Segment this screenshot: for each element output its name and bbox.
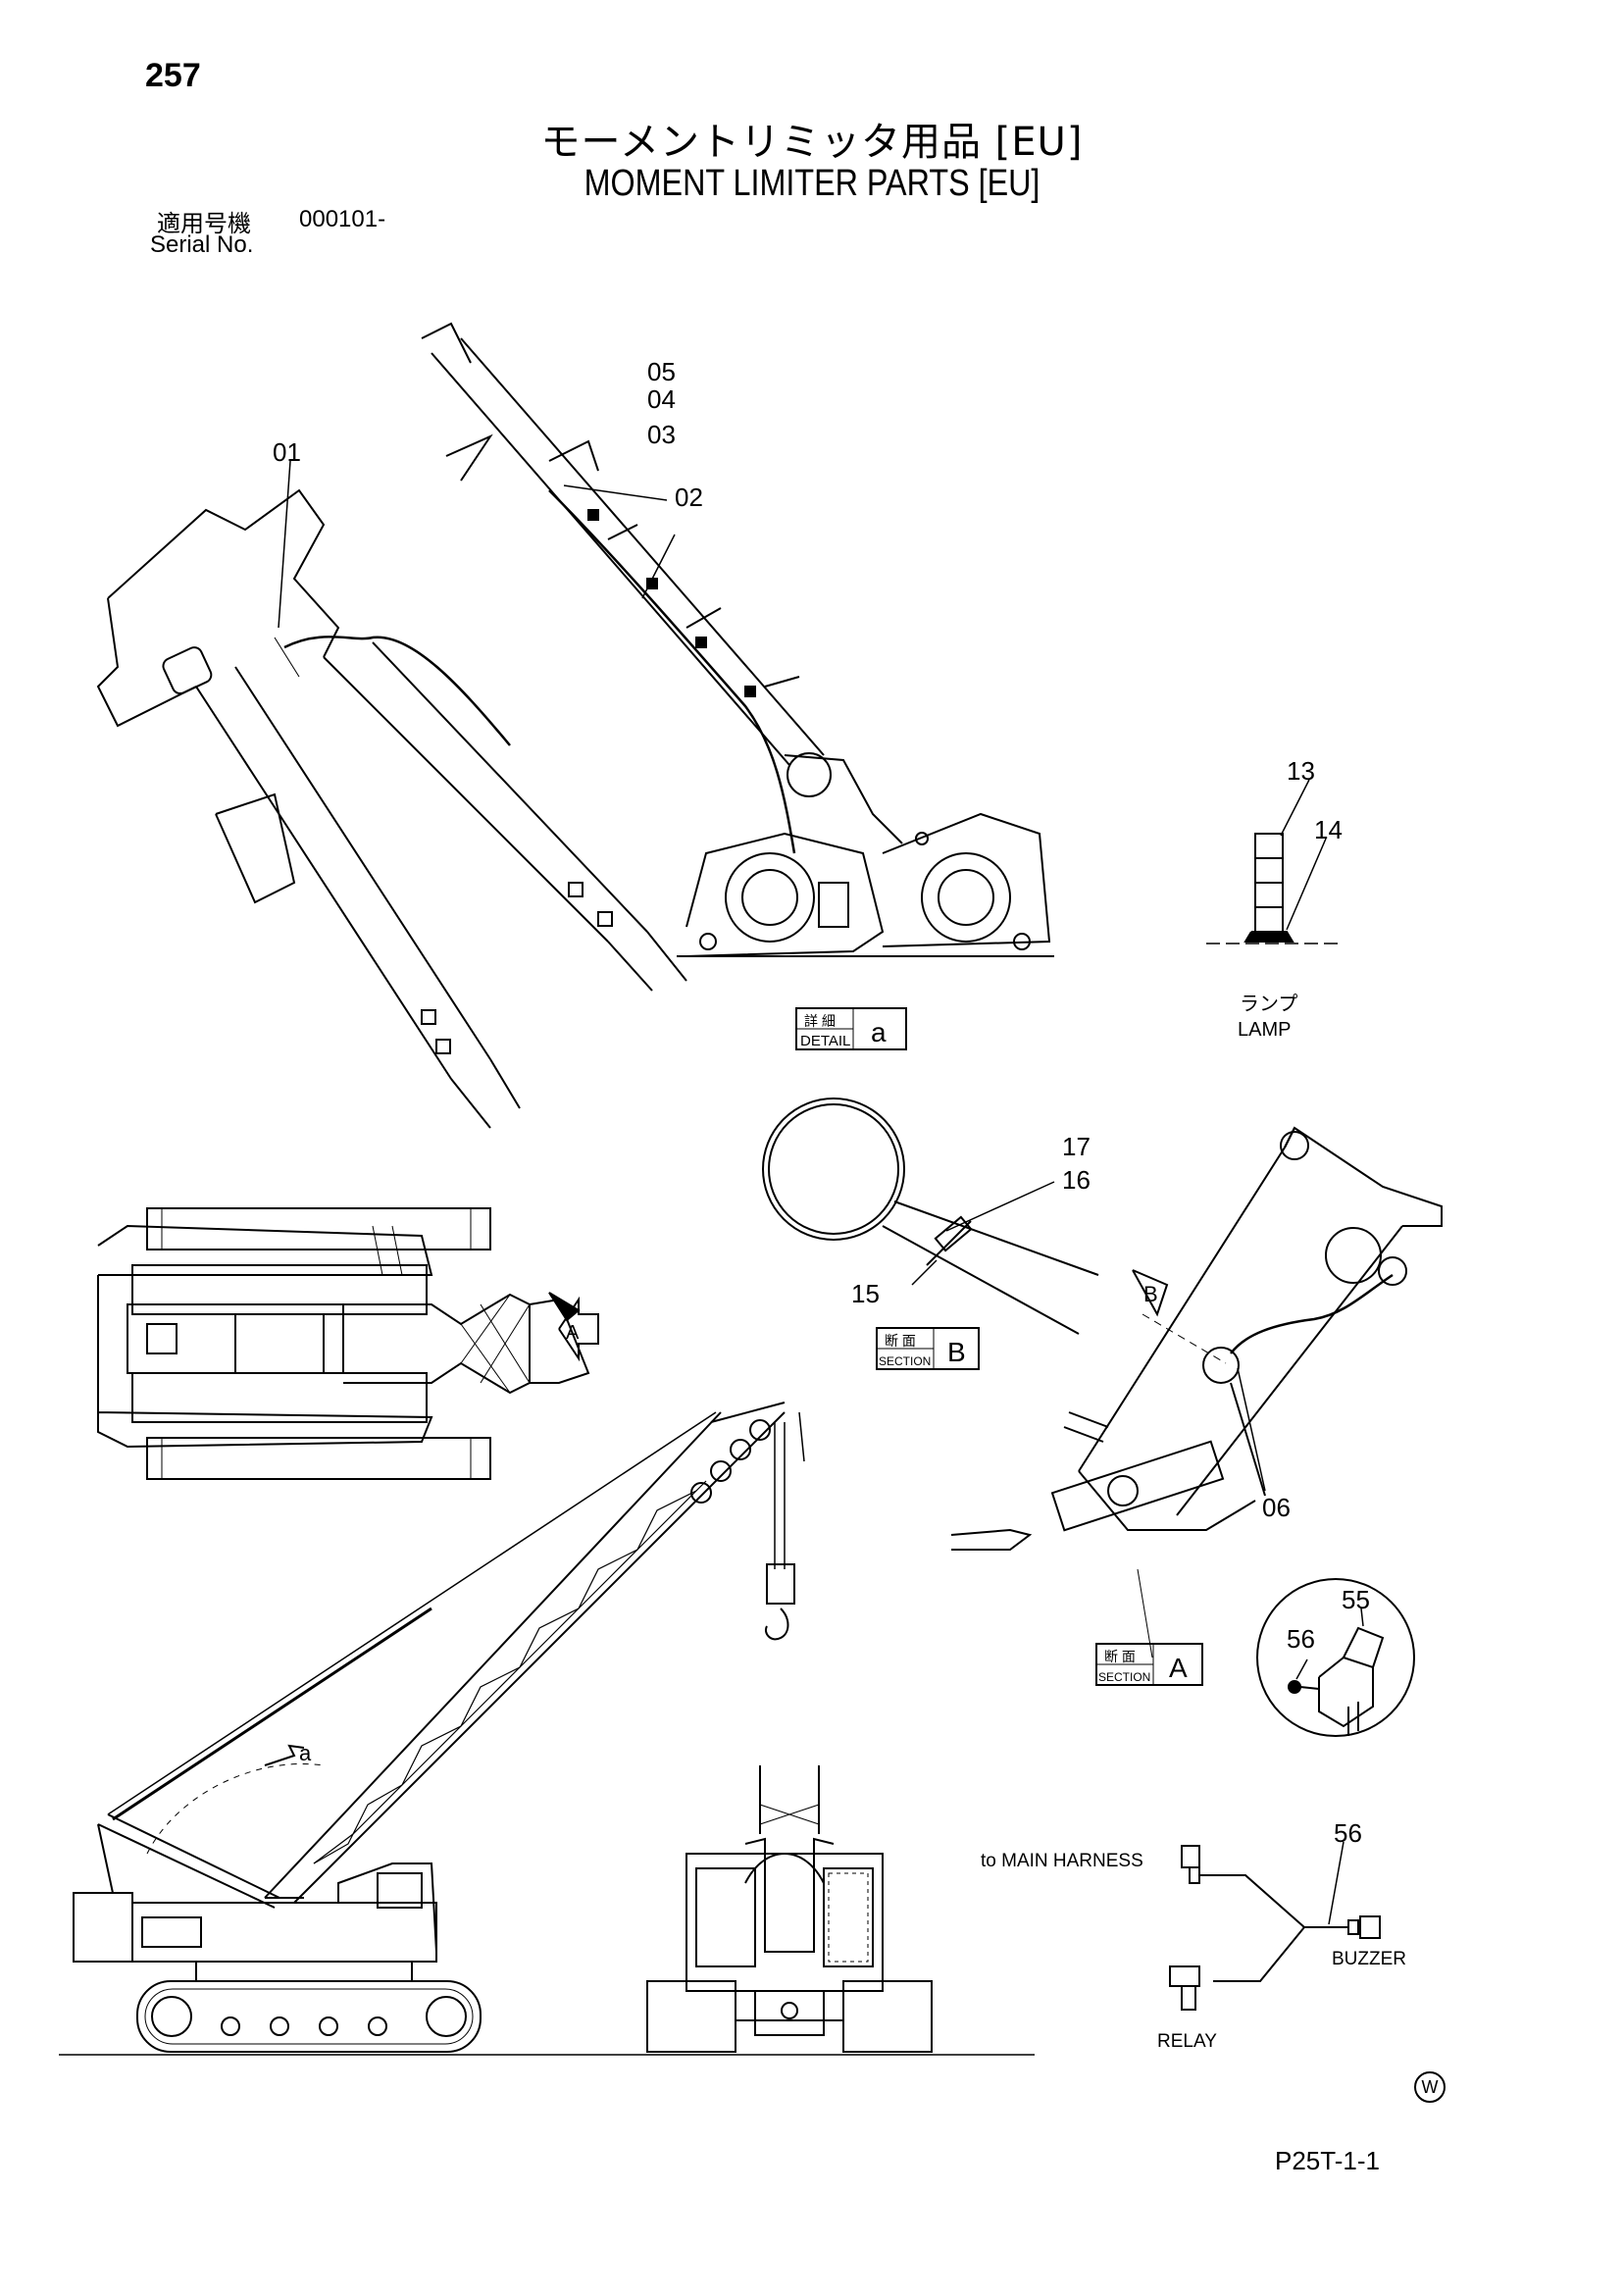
callout-05: 05 <box>647 357 676 386</box>
callout-55: 55 <box>1342 1585 1370 1614</box>
relay-label: RELAY <box>1157 2031 1217 2052</box>
callout-17: 17 <box>1062 1132 1091 1161</box>
detail-letter: a <box>871 1017 887 1047</box>
detail-label-en: DETAIL <box>800 1033 850 1049</box>
section-a-label: 断 面 SECTION A <box>1095 1643 1203 1686</box>
view-a-letter: A <box>566 1322 580 1344</box>
detail-a-pointer-letter: a <box>299 1741 312 1765</box>
serial-value: 000101- <box>299 206 386 232</box>
section-b-letter: B <box>947 1337 966 1367</box>
buzzer-label: BUZZER <box>1332 1949 1406 1969</box>
callout-14: 14 <box>1314 815 1343 844</box>
footer-code: P25T-1-1 <box>1275 2146 1380 2175</box>
callout-15: 15 <box>851 1279 880 1308</box>
detail-a-label: 詳 細 DETAIL a <box>795 1007 907 1050</box>
lamp-label-jp: ランプ <box>1240 994 1297 1015</box>
callout-06: 06 <box>1262 1493 1291 1522</box>
callout-16: 16 <box>1062 1165 1091 1195</box>
callout-leaders-detail-a <box>278 460 676 629</box>
section-a-label-jp: 断 面 <box>1104 1649 1136 1664</box>
callout-04: 04 <box>647 384 676 414</box>
to-main-harness-label: to MAIN HARNESS <box>981 1851 1143 1871</box>
callout-01: 01 <box>273 437 301 467</box>
lamp-drawing <box>1206 779 1344 944</box>
watermark-mark: W <box>1414 2071 1446 2103</box>
section-a-label-en: SECTION <box>1098 1670 1150 1684</box>
wiring-schematic <box>1169 1841 1381 2011</box>
section-b-label-en: SECTION <box>879 1354 931 1368</box>
relay-detail-drawing <box>1256 1578 1415 1737</box>
callout-03: 03 <box>647 420 676 449</box>
section-b-drawing <box>762 1097 1099 1335</box>
lamp-label-en: LAMP <box>1238 1019 1291 1041</box>
crane-side-view-drawing <box>59 1402 1035 2056</box>
boom-side-view-drawing <box>421 322 1054 957</box>
page-title-english: MOMENT LIMITER PARTS [EU] <box>584 163 1040 204</box>
crane-rear-view-drawing <box>646 1765 933 2053</box>
callout-13: 13 <box>1287 756 1315 786</box>
view-a-marker: A <box>558 1296 599 1362</box>
page-number: 257 <box>145 57 201 94</box>
callout-02: 02 <box>675 483 703 512</box>
page-title-japanese: モーメントリミッタ用品 [EU] <box>540 120 1084 165</box>
crane-top-view-drawing <box>97 1207 590 1480</box>
view-b-marker: B <box>1143 1282 1158 1306</box>
section-b-label-jp: 断 面 <box>885 1333 916 1349</box>
section-a-letter: A <box>1169 1653 1188 1683</box>
callout-56-detail: 56 <box>1287 1624 1315 1654</box>
boom-base-frame-drawing <box>96 488 687 1129</box>
serial-label-japanese: 適用号機 <box>157 210 251 237</box>
serial-label-english: Serial No. <box>150 231 254 258</box>
section-a-drawing <box>950 1126 1443 1658</box>
detail-label-jp: 詳 細 <box>804 1013 836 1029</box>
section-b-label: 断 面 SECTION B <box>876 1327 980 1370</box>
callout-56-schematic: 56 <box>1334 1818 1362 1848</box>
